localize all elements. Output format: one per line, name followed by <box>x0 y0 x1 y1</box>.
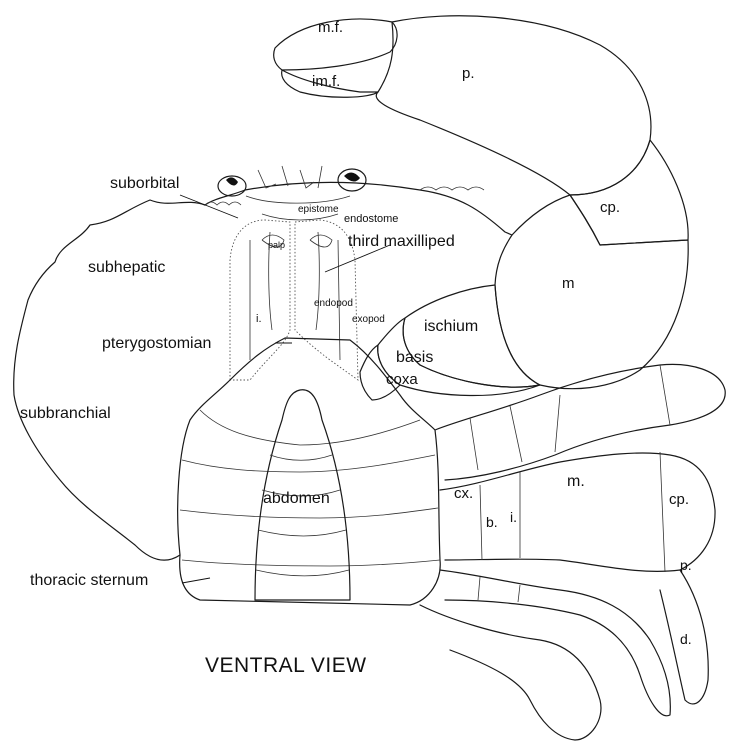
label-pterygostomian: pterygostomian <box>102 335 211 352</box>
right-eye-dark <box>344 172 360 181</box>
label-carpus-leg: cp. <box>669 491 689 508</box>
label-coxa-leg: cx. <box>454 485 473 502</box>
maxilliped-right-inner <box>316 232 340 360</box>
label-subhepatic: subhepatic <box>88 259 165 276</box>
label-dactyl-leg: d. <box>680 631 692 647</box>
label-propodus-leg: p. <box>680 557 692 573</box>
label-palp: palp <box>268 240 285 250</box>
label-ischium: ischium <box>424 318 478 335</box>
label-merus-leg: m. <box>567 473 585 490</box>
label-coxa: coxa <box>386 371 418 388</box>
leg-4 <box>420 605 601 740</box>
propodus-shape <box>376 16 651 195</box>
thoracic-sternum-leader <box>182 578 210 583</box>
view-title: VENTRAL VIEW <box>205 654 367 677</box>
antennules <box>258 166 322 188</box>
label-suborbital: suborbital <box>110 175 179 192</box>
leg-2 <box>440 453 715 571</box>
carpus-shape <box>570 140 688 245</box>
label-merus-claw: m <box>562 275 575 292</box>
carapace-outline <box>14 200 205 560</box>
label-immovable-finger: im.f. <box>312 73 340 90</box>
label-propodus: p. <box>462 65 475 82</box>
label-abdomen: abdomen <box>263 490 330 507</box>
label-exopod: exopod <box>352 314 385 325</box>
label-basis-leg: b. <box>486 514 498 530</box>
suborbital-leader <box>180 195 238 218</box>
merus-shape <box>495 195 688 389</box>
label-ischium-leg: i. <box>510 509 517 525</box>
left-eye-dark <box>226 177 238 185</box>
sternum-sutures <box>180 410 440 566</box>
label-epistome: epistome <box>298 204 339 215</box>
label-endopod: endopod <box>314 298 353 309</box>
walking-legs <box>420 364 725 740</box>
orbital-region <box>218 166 366 220</box>
epistome-shape <box>246 196 350 203</box>
label-movable-finger: m.f. <box>318 19 343 36</box>
leg-3 <box>440 570 670 716</box>
abdomen-segments <box>256 455 349 576</box>
label-thoracic-sternum: thoracic sternum <box>30 572 148 589</box>
label-endostome: endostome <box>344 213 398 225</box>
leg-1 <box>435 364 725 480</box>
leader-lines <box>180 195 390 583</box>
label-ischium-maxilliped: i. <box>256 313 262 325</box>
palp-right <box>310 235 332 247</box>
label-third-maxilliped: third maxilliped <box>348 233 455 250</box>
maxilliped-left-inner <box>250 232 272 360</box>
labels: m.f. im.f. p. cp. m suborbital epistome … <box>20 19 692 677</box>
label-carpus-claw: cp. <box>600 199 620 216</box>
label-basis: basis <box>396 349 433 366</box>
label-subbranchial: subbranchial <box>20 405 111 422</box>
ischium-shape <box>403 285 540 387</box>
